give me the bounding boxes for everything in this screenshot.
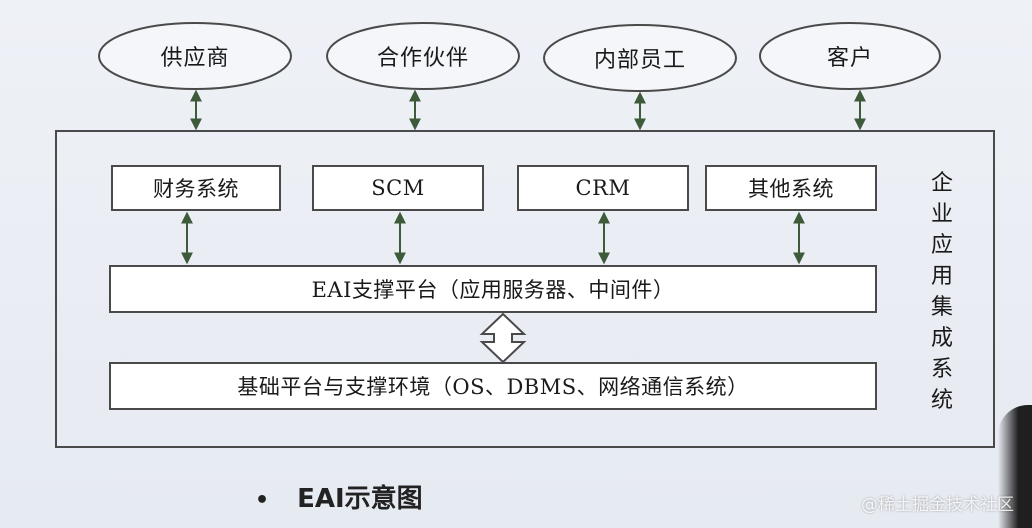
label-base-platform: 基础平台与支撑环境（OS、DBMS、网络通信系统） — [237, 375, 749, 399]
caption-text: EAI示意图 — [297, 484, 423, 514]
box-scm — [312, 165, 484, 211]
box-finance — [111, 165, 281, 211]
label-employee: 内部员工 — [593, 48, 687, 73]
watermark: @稀土掘金技术社区 — [861, 495, 1014, 515]
label-scm: SCM — [371, 176, 425, 200]
label-crm: CRM — [575, 176, 631, 200]
label-customer: 客户 — [826, 46, 874, 71]
label-enterprise-integration: 企业应用集成系统 — [930, 171, 953, 413]
caption-bullet: • — [255, 488, 270, 513]
label-partner: 合作伙伴 — [376, 46, 470, 71]
enterprise-boundary — [55, 130, 995, 448]
box-crm — [517, 165, 689, 211]
label-eai-platform: EAI支撑平台（应用服务器、中间件） — [311, 278, 675, 302]
label-other: 其他系统 — [748, 177, 834, 201]
label-supplier: 供应商 — [160, 46, 230, 71]
double-arrow-hollow — [479, 312, 527, 364]
ellipse-customer — [759, 22, 941, 90]
box-eai-platform — [109, 265, 877, 313]
box-base-platform — [109, 362, 877, 410]
label-finance: 财务系统 — [153, 177, 239, 201]
ellipse-partner — [326, 22, 520, 90]
ellipse-employee — [543, 24, 737, 92]
caption: • EAI示意图 — [255, 478, 423, 515]
presenter-silhouette — [998, 405, 1032, 528]
box-other — [705, 165, 877, 211]
ellipse-supplier — [98, 22, 292, 90]
